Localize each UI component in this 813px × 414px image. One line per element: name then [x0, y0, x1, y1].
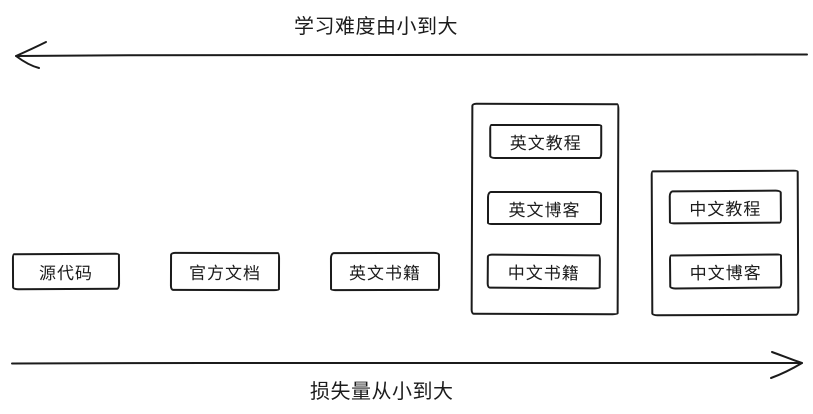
node-official-docs: 官方文档	[169, 251, 281, 292]
node-english-tutorials: 英文教程	[489, 123, 603, 160]
node-english-blogs: 英文博客	[486, 190, 603, 226]
bottom-axis-arrow-right-icon	[11, 351, 803, 379]
node-english-tutorials-label: 英文教程	[509, 133, 582, 155]
node-english-books-label: 英文书籍	[348, 263, 422, 285]
node-chinese-tutorials-label: 中文教程	[689, 199, 762, 220]
node-chinese-tutorials: 中文教程	[668, 189, 782, 225]
top-axis-label: 学习难度由小到大	[294, 14, 458, 38]
node-chinese-books: 中文书籍	[486, 253, 601, 290]
node-source-code: 源代码	[11, 252, 121, 291]
group-chinese-resources: 中文教程 中文博客	[650, 169, 800, 317]
group-english-chinese-resources: 英文教程 英文博客 中文书籍	[470, 102, 620, 316]
node-chinese-books-label: 中文书籍	[507, 263, 580, 285]
node-english-blogs-label: 英文博客	[508, 200, 581, 221]
node-english-books: 英文书籍	[329, 251, 441, 292]
node-chinese-blogs-label: 中文博客	[689, 263, 762, 285]
node-source-code-label: 源代码	[38, 263, 94, 285]
bottom-axis-label: 损失量从小到大	[310, 379, 454, 403]
top-axis-arrow-left-icon	[15, 41, 808, 69]
node-chinese-blogs: 中文博客	[668, 253, 783, 290]
node-official-docs-label: 官方文档	[188, 263, 262, 285]
